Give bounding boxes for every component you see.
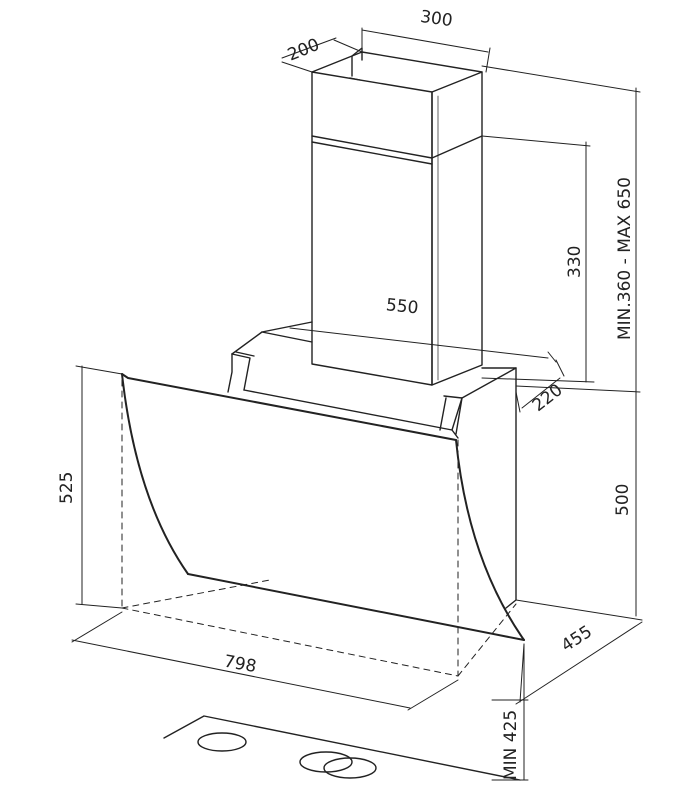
body-back-edge — [505, 367, 517, 609]
burner-middle — [299, 751, 353, 773]
cooktop-outline — [163, 715, 521, 781]
dim-chimney-lower-height: 330 — [565, 246, 585, 278]
chimney-telescope-joint-2 — [311, 141, 433, 165]
glass-bottom-edge — [187, 573, 525, 641]
chimney-telescope-joint-side — [431, 135, 483, 159]
burner-left — [197, 732, 247, 752]
glass-canopy — [121, 373, 525, 641]
dim-hood-height: 500 — [613, 484, 633, 516]
body-front-bottom — [243, 389, 453, 431]
dim-min-clearance: MIN 425 — [501, 710, 521, 780]
cooktop — [163, 715, 521, 781]
dim-chimney-height-range: MIN.360 - MAX 650 — [615, 177, 635, 340]
burner-right — [323, 757, 377, 779]
chimney-telescope-joint — [311, 135, 433, 159]
dimension-lines — [71, 27, 643, 781]
chimney-inner-duct — [349, 47, 363, 81]
dim-body-depth: 220 — [529, 380, 567, 416]
dim-hood-depth: 455 — [558, 622, 596, 656]
dim-chimney-depth: 200 — [285, 35, 323, 66]
body-top-right — [461, 367, 517, 399]
body-top-back — [261, 331, 313, 343]
glass-top-edge — [121, 373, 457, 441]
dimension-labels: 200 300 MIN.360 - MAX 650 330 550 220 52… — [57, 7, 635, 780]
chimney-top-edge — [311, 51, 483, 73]
chimney — [311, 47, 483, 386]
body-right-cap — [439, 395, 463, 435]
motor-body — [227, 321, 517, 609]
body-right-face — [451, 397, 463, 439]
body-left-face — [227, 353, 233, 393]
glass-right-curve — [455, 439, 525, 641]
chimney-front-face — [311, 71, 433, 386]
dim-chimney-width: 300 — [419, 7, 454, 31]
hood-footprint — [121, 379, 517, 677]
dim-body-width: 550 — [385, 295, 419, 318]
glass-left-curve — [121, 373, 189, 575]
dim-glass-height: 525 — [57, 472, 77, 504]
body-left-cap — [231, 351, 255, 391]
chimney-side-face — [431, 71, 483, 386]
dim-hood-width: 798 — [222, 652, 257, 677]
body-top-left — [231, 321, 313, 355]
